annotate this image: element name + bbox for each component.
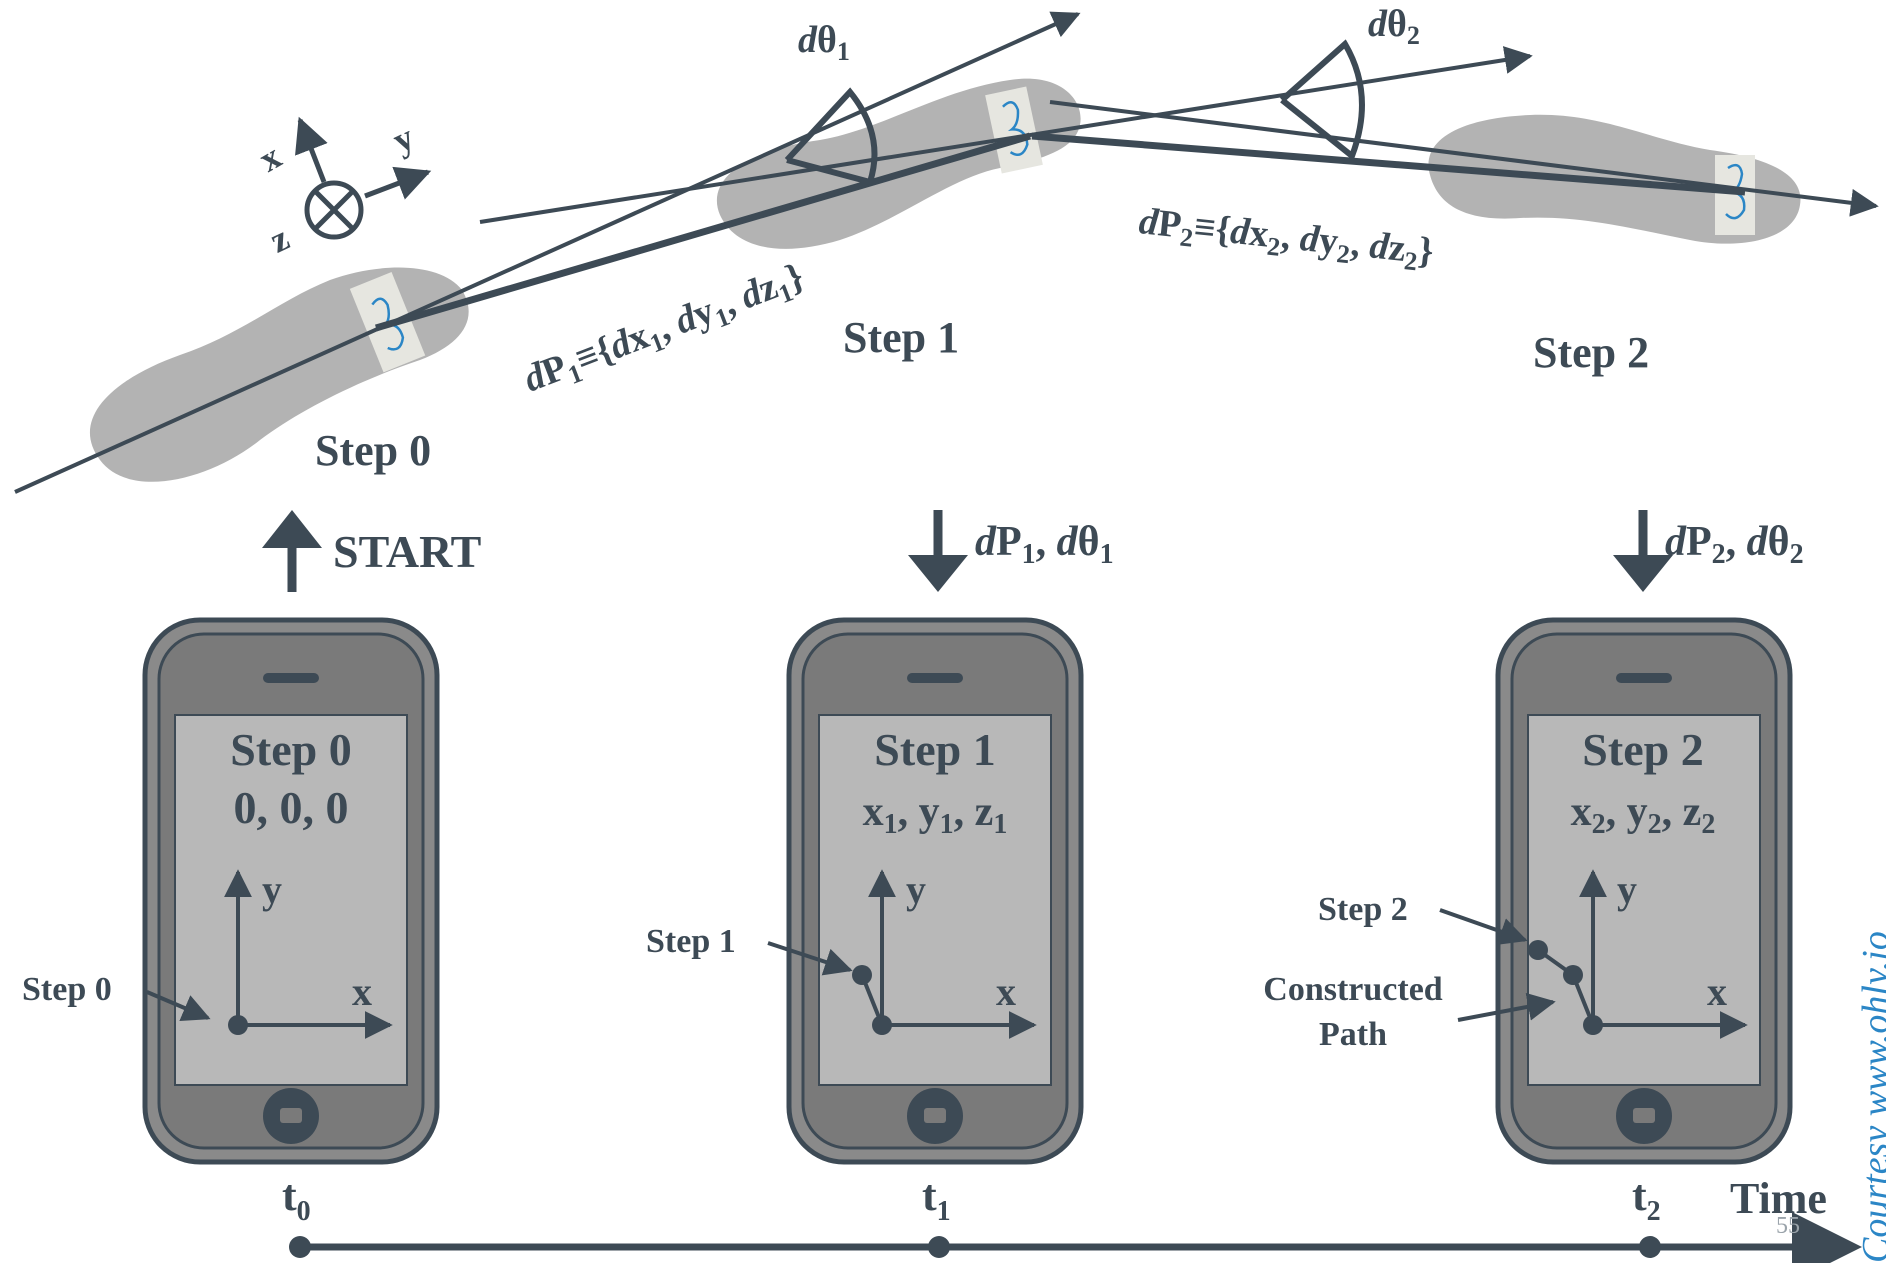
sensor-axis-z-label: z bbox=[264, 218, 295, 261]
timeline bbox=[289, 1212, 1862, 1263]
phone-step1-title: Step 1 bbox=[874, 724, 995, 775]
footprint-step1-label: Step 1 bbox=[843, 313, 959, 362]
phone-step1 bbox=[786, 617, 1084, 1165]
courtesy-credit: Courtesy www.ohly.io bbox=[1855, 931, 1886, 1263]
phone-step1-path-point bbox=[852, 965, 872, 985]
dtheta1-label: dθ1 bbox=[798, 19, 850, 66]
phone-step0-axes bbox=[224, 869, 393, 1039]
timeline-point-t2 bbox=[1639, 1236, 1661, 1258]
footprint-step0-label: Step 0 bbox=[315, 426, 431, 475]
phone-step1-origin-point bbox=[872, 1015, 892, 1035]
phone-step2-x-label: x bbox=[1707, 969, 1727, 1014]
sensor-tag-icon bbox=[1715, 155, 1755, 235]
callout-constructed-path-label-line2: Path bbox=[1319, 1016, 1387, 1053]
footprint-step1 bbox=[716, 78, 1081, 249]
time-label-t0: t0 bbox=[282, 1171, 311, 1227]
callout-step0-label: Step 0 bbox=[22, 971, 112, 1008]
phone-step1-y-label: y bbox=[906, 867, 926, 912]
phone-step1-coords: x1, y1, z1 bbox=[863, 789, 1008, 840]
phone-step2-y-label: y bbox=[1617, 867, 1637, 912]
sensor-axis-y-label: y bbox=[387, 117, 420, 161]
callout-step0-arrow bbox=[146, 990, 211, 1021]
dp1-label: dP1≡{dx1, dy1, dz1} bbox=[518, 255, 811, 405]
footprint-step2-label: Step 2 bbox=[1533, 328, 1649, 377]
angle-marker-dtheta2 bbox=[1280, 39, 1365, 161]
dp2-label: dP2≡{dx2, dy2, dz2} bbox=[1137, 200, 1436, 278]
callout-constructed-path-label-line1: Constructed bbox=[1263, 971, 1443, 1008]
phone-step1-x-label: x bbox=[996, 969, 1016, 1014]
phone-step0-title: Step 0 bbox=[230, 724, 351, 775]
phone-step2-origin-point bbox=[1583, 1015, 1603, 1035]
update-arrow-step2 bbox=[1613, 510, 1673, 592]
callout-step2-arrow bbox=[1439, 908, 1528, 945]
speaker-icon bbox=[1616, 673, 1672, 683]
page-number: 55 bbox=[1776, 1213, 1800, 1239]
start-arrow bbox=[262, 510, 322, 592]
callout-step2-label: Step 2 bbox=[1318, 891, 1408, 928]
svg-text:dP1≡{dx1, dy1, dz1}: dP1≡{dx1, dy1, dz1} bbox=[518, 255, 811, 405]
update-arrow-step1 bbox=[908, 510, 968, 592]
timeline-label: Time bbox=[1730, 1174, 1827, 1223]
callout-step1-label: Step 1 bbox=[646, 923, 736, 960]
phone-step2-title: Step 2 bbox=[1582, 724, 1703, 775]
heading-lines bbox=[14, 11, 1879, 494]
sensor-axis-x-label: x bbox=[252, 136, 288, 180]
time-label-t1: t1 bbox=[922, 1171, 951, 1227]
phone-step2 bbox=[1495, 617, 1793, 1165]
phone-step0 bbox=[142, 617, 440, 1165]
phone-step0-x-label: x bbox=[352, 969, 372, 1014]
phone-step2-path-point bbox=[1528, 940, 1548, 960]
sensor-axes-icon bbox=[295, 116, 432, 240]
phone-step0-origin-point bbox=[228, 1015, 248, 1035]
start-label: START bbox=[333, 526, 481, 577]
phone-step0-y-label: y bbox=[262, 867, 282, 912]
update-label-step1: dP1, dθ1 bbox=[975, 519, 1114, 570]
dtheta2-label: dθ2 bbox=[1368, 3, 1420, 50]
svg-text:dP2≡{dx2, dy2, dz2}: dP2≡{dx2, dy2, dz2} bbox=[1137, 200, 1436, 278]
callout-step1-arrow bbox=[767, 941, 853, 976]
timeline-point-t1 bbox=[928, 1236, 950, 1258]
update-label-step2: dP2, dθ2 bbox=[1665, 519, 1804, 570]
speaker-icon bbox=[263, 673, 319, 683]
timeline-point-t0 bbox=[289, 1236, 311, 1258]
phone-step2-path-point bbox=[1563, 965, 1583, 985]
time-label-t2: t2 bbox=[1632, 1171, 1661, 1227]
speaker-icon bbox=[907, 673, 963, 683]
phone-step0-coords: 0, 0, 0 bbox=[234, 782, 349, 833]
angle-marker-dtheta1 bbox=[784, 87, 878, 186]
callout-constructed-path-arrow bbox=[1457, 992, 1556, 1022]
phone-step2-coords: x2, y2, z2 bbox=[1571, 789, 1716, 840]
